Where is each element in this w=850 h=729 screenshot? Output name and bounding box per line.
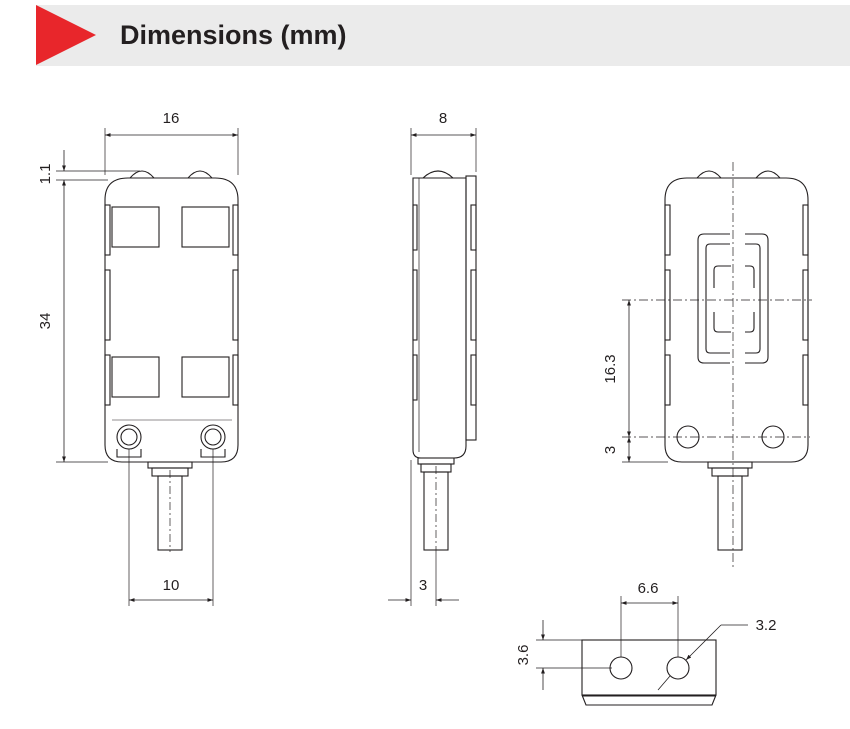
bottom-hole-left (609, 656, 633, 680)
side-view (388, 128, 477, 606)
dim-label-side-cable: 3 (419, 577, 427, 594)
back-cable (717, 475, 743, 551)
bottom-view (536, 596, 748, 706)
section-header: Dimensions (mm) (36, 5, 850, 66)
back-view (622, 162, 812, 568)
header-arrow-icon (36, 5, 96, 65)
section-title: Dimensions (mm) (120, 20, 347, 50)
dim-label-front-width: 16 (163, 110, 180, 127)
dim-label-hole-spacing: 10 (163, 577, 180, 594)
dim-label-side-width: 8 (439, 110, 447, 127)
front-view (56, 128, 239, 606)
dim-label-bottom-height: 3.6 (515, 645, 532, 666)
dim-label-front-height: 34 (37, 313, 54, 330)
bottom-hole-right (666, 656, 690, 680)
dim-label-back-center: 16.3 (602, 354, 619, 383)
dim-label-back-hole: 3 (602, 446, 619, 454)
dim-label-hole-diameter: 3.2 (756, 617, 777, 634)
dim-label-bottom-spacing: 6.6 (638, 580, 659, 597)
dim-label-front-top: 1.1 (37, 164, 54, 185)
